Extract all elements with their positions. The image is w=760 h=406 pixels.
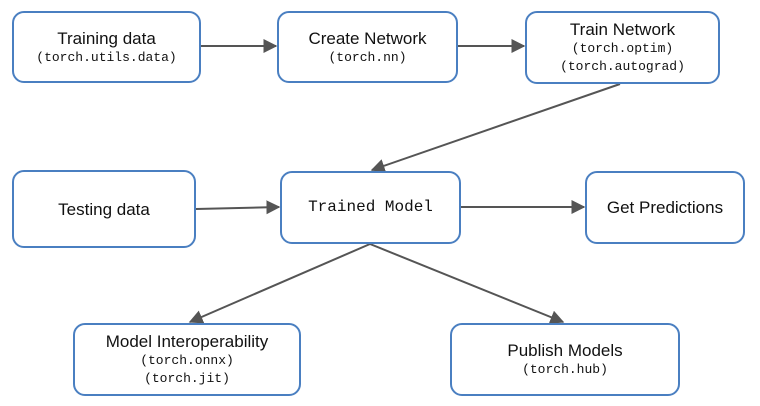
node-testing-data: Testing data: [12, 170, 196, 248]
node-model-interoperability-title: Model Interoperability: [105, 332, 269, 351]
node-publish-models-title: Publish Models: [507, 341, 623, 360]
node-create-network-module: (torch.nn): [328, 49, 407, 65]
node-training-data-title: Training data: [57, 28, 156, 48]
edge-trained-model-to-publish: [369, 243, 565, 324]
node-model-interoperability: Model Interoperability (torch.onnx) (tor…: [73, 323, 301, 396]
node-train-network: Train Network (torch.optim) (torch.autog…: [525, 11, 720, 84]
node-train-network-title: Train Network: [569, 20, 676, 39]
node-model-interoperability-module-jit: (torch.jit): [144, 371, 230, 386]
node-testing-data-title: Testing data: [58, 199, 150, 219]
node-trained-model-title: Trained Model: [308, 198, 433, 216]
node-training-data-module: (torch.utils.data): [36, 49, 177, 65]
edge-train-to-trained-model: [370, 83, 621, 173]
node-model-interoperability-module-onnx: (torch.onnx): [140, 353, 234, 368]
node-train-network-module-autograd: (torch.autograd): [560, 59, 685, 74]
node-train-network-module-optim: (torch.optim): [571, 41, 674, 56]
node-publish-models: Publish Models (torch.hub): [450, 323, 680, 396]
node-get-predictions: Get Predictions: [585, 171, 745, 244]
node-trained-model: Trained Model: [280, 171, 461, 244]
node-create-network-title: Create Network: [308, 28, 427, 48]
node-publish-models-module: (torch.hub): [522, 362, 608, 377]
node-create-network: Create Network (torch.nn): [277, 11, 458, 83]
node-training-data: Training data (torch.utils.data): [12, 11, 201, 83]
edge-trained-model-to-interoperability: [188, 243, 371, 324]
node-get-predictions-title: Get Predictions: [606, 198, 724, 217]
edge-testing-to-trained-model: [195, 200, 281, 215]
